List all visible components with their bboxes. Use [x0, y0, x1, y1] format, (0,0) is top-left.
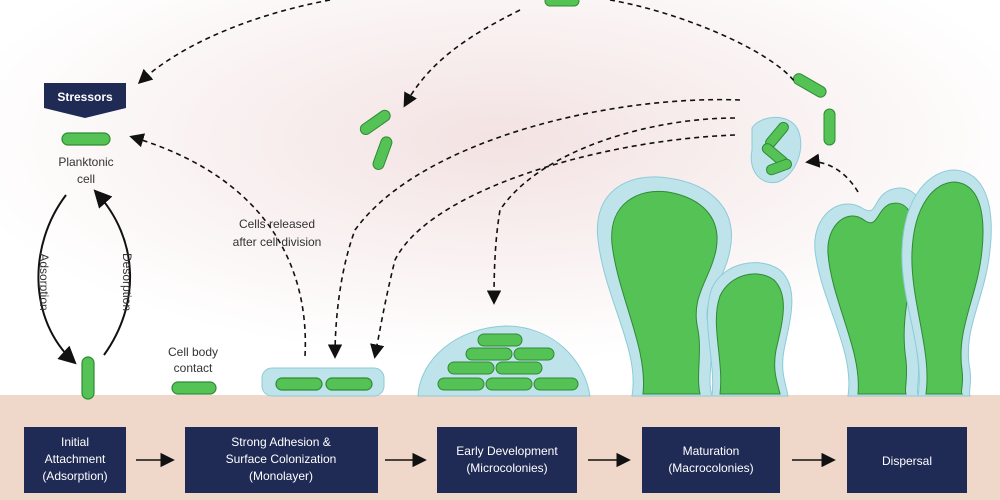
stage3-line2: (Microcolonies) [466, 461, 547, 475]
cells-released-line2: after cell division [233, 235, 322, 249]
macrocolony-maturation [596, 176, 793, 397]
stage2-line1: Strong Adhesion & [231, 435, 330, 449]
stage1-line3: (Adsorption) [42, 469, 107, 483]
released-cell-1 [359, 109, 391, 136]
planktonic-label-line1: Planktonic [58, 155, 113, 169]
stage-early-development: Early Development (Microcolonies) [437, 427, 577, 493]
planktonic-label-line2: cell [77, 172, 95, 186]
released-cell-5 [823, 108, 836, 146]
monolayer [261, 367, 385, 397]
cells-released-line1: Cells released [239, 217, 315, 231]
stressors-box: Stressors [44, 83, 126, 118]
return-arrows [129, 0, 859, 359]
contact-cell [171, 381, 217, 395]
desorption-arrow [93, 189, 131, 356]
macrocolony-dispersal [814, 169, 992, 397]
stage3-line1: Early Development [456, 444, 558, 458]
released-cell-4 [792, 73, 827, 98]
planktonic-cell [61, 132, 111, 146]
stage-strong-adhesion: Strong Adhesion & Surface Colonization (… [185, 427, 378, 493]
stage1-line2: Attachment [45, 452, 106, 466]
stressors-label: Stressors [57, 90, 113, 104]
desorption-label: Desorption [120, 253, 134, 311]
microcolony [417, 325, 591, 397]
dispersed-cluster [750, 116, 802, 184]
stage5-line1: Dispersal [882, 454, 932, 468]
adsorption-label: Adsorption [37, 253, 51, 310]
stage2-line2: Surface Colonization [226, 452, 337, 466]
stage1-line1: Initial [61, 435, 89, 449]
attached-cell-vertical [81, 356, 95, 400]
stage4-line2: (Macrocolonies) [668, 461, 753, 475]
released-cell-2 [372, 136, 393, 170]
stage4-line1: Maturation [683, 444, 740, 458]
cell-body-contact-line2: contact [174, 361, 213, 375]
stage-dispersal: Dispersal [847, 427, 967, 493]
released-cell-3 [544, 0, 580, 7]
adsorption-arrow [37, 194, 77, 365]
stage-maturation: Maturation (Macrocolonies) [642, 427, 780, 493]
cell-body-contact-line1: Cell body [168, 345, 218, 359]
stage2-line3: (Monolayer) [249, 469, 313, 483]
stage-initial-attachment: Initial Attachment (Adsorption) [24, 427, 126, 493]
